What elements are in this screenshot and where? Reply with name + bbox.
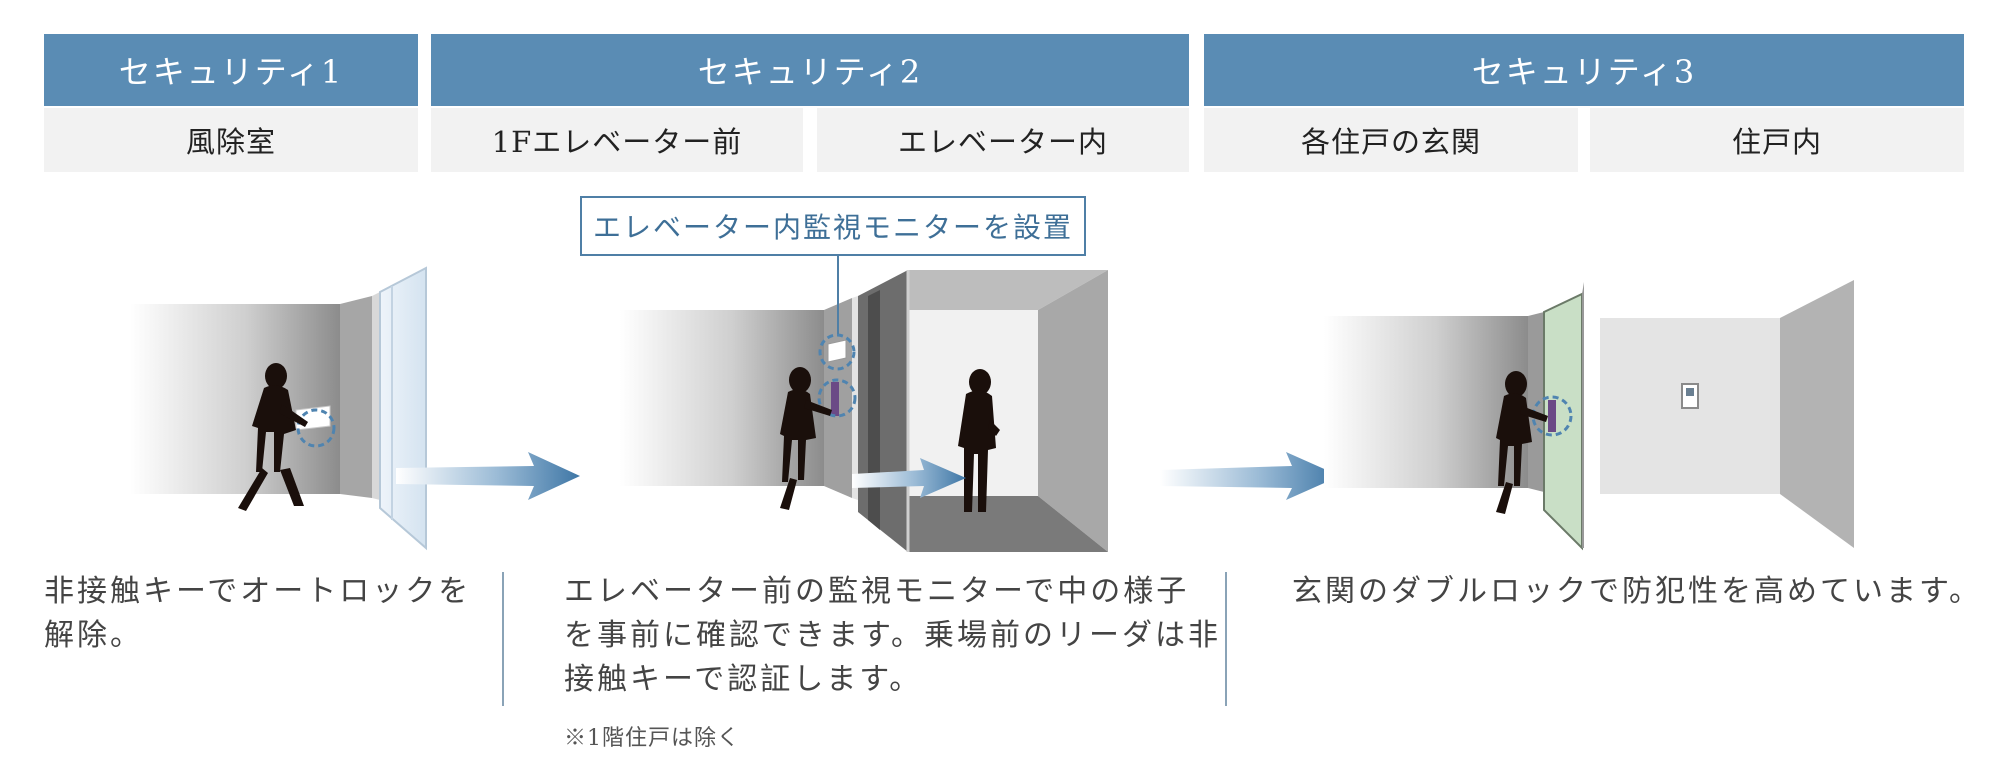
reader-highlight-icon xyxy=(296,408,336,448)
description-line: 解除。 xyxy=(44,618,143,653)
person-silhouette-icon xyxy=(238,363,308,511)
reader-highlight-icon xyxy=(817,378,857,418)
header-security-1: セキュリティ1 xyxy=(44,34,418,106)
header-security-2: セキュリティ2 xyxy=(431,34,1189,106)
arrow-icon xyxy=(1160,452,1340,500)
description-line: を事前に確認できます。乗場前のリーダは非 xyxy=(564,618,1221,653)
description-security-2: エレベーター前の監視モニターで中の様子 を事前に確認できます。乗場前のリーダは非… xyxy=(564,570,1221,702)
description-security-1: 非接触キーでオートロックを 解除。 xyxy=(44,570,471,658)
monitor-highlight-icon xyxy=(818,333,856,371)
scene-elevator xyxy=(620,256,1108,552)
arrow-icon xyxy=(396,452,580,500)
elevator-monitor-callout: エレベーター内監視モニターを設置 xyxy=(580,196,1086,256)
person-silhouette-icon xyxy=(780,367,832,510)
person-silhouette-icon xyxy=(1496,371,1548,514)
description-line: エレベーター前の監視モニターで中の様子 xyxy=(564,574,1190,609)
scene-entrance xyxy=(1324,280,1854,551)
subheader-windbreak-room: 風除室 xyxy=(44,108,418,172)
description-line: 非接触キーでオートロックを xyxy=(44,574,472,609)
scene-windbreak xyxy=(130,266,427,551)
description-line: 玄関のダブルロックで防犯性を高めています。 xyxy=(1292,574,1982,609)
description-line: 接触キーで認証します。 xyxy=(564,662,923,697)
person-silhouette-icon xyxy=(958,369,1000,512)
description-security-3: 玄関のダブルロックで防犯性を高めています。 xyxy=(1292,570,1982,614)
arrow-icon xyxy=(852,458,966,498)
subheader-1f-elevator-front: 1Fエレベーター前 xyxy=(431,108,803,172)
footnote: ※1階住戸は除く xyxy=(564,726,740,751)
lock-highlight-icon xyxy=(1531,395,1573,437)
subheader-inside-unit: 住戸内 xyxy=(1590,108,1964,172)
subheader-elevator-inside: エレベーター内 xyxy=(817,108,1189,172)
subheader-entrance: 各住戸の玄関 xyxy=(1204,108,1578,172)
header-security-3: セキュリティ3 xyxy=(1204,34,1964,106)
divider xyxy=(1225,572,1227,706)
divider xyxy=(502,572,504,706)
